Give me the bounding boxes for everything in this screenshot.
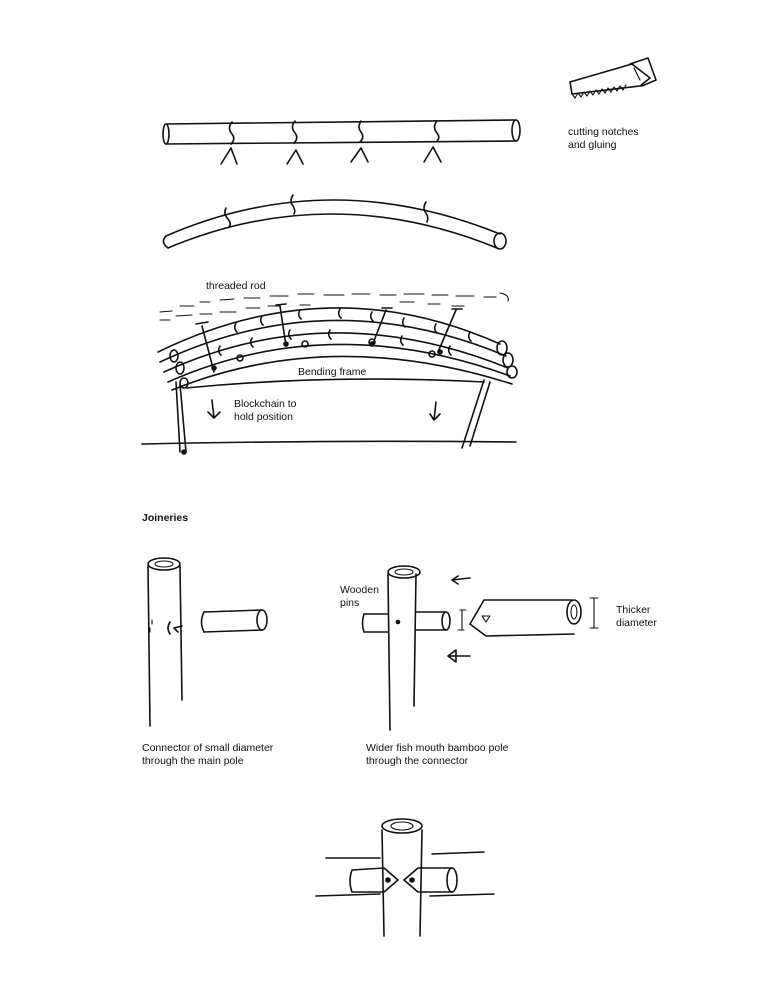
- fishmouth-caption: Wider fish mouth bamboo pole through the…: [366, 742, 509, 767]
- threaded-rod-label: threaded rod: [206, 280, 266, 292]
- straight-bamboo-pole: [162, 119, 521, 145]
- curved-bamboo-pole: [162, 194, 507, 250]
- joinery-assembled-sketch: [315, 818, 495, 937]
- bending-frame-label: Bending frame: [298, 366, 367, 378]
- notch-markers: [220, 146, 442, 165]
- joinery-connector-sketch: [147, 557, 268, 727]
- blockchain-label: Blockchain to hold position: [234, 398, 297, 423]
- connector-caption: Connector of small diameter through the …: [142, 742, 274, 767]
- thicker-diameter-label: Thicker diameter: [616, 604, 657, 629]
- wooden-pins-label: Wooden pins: [340, 584, 379, 609]
- cutting-notches-label: cutting notches and gluing: [568, 126, 639, 151]
- joinery-fishmouth-sketch: [361, 565, 599, 731]
- bending-frame-assembly: [141, 292, 518, 455]
- joineries-heading: Joineries: [142, 512, 189, 524]
- saw-icon: [569, 57, 657, 99]
